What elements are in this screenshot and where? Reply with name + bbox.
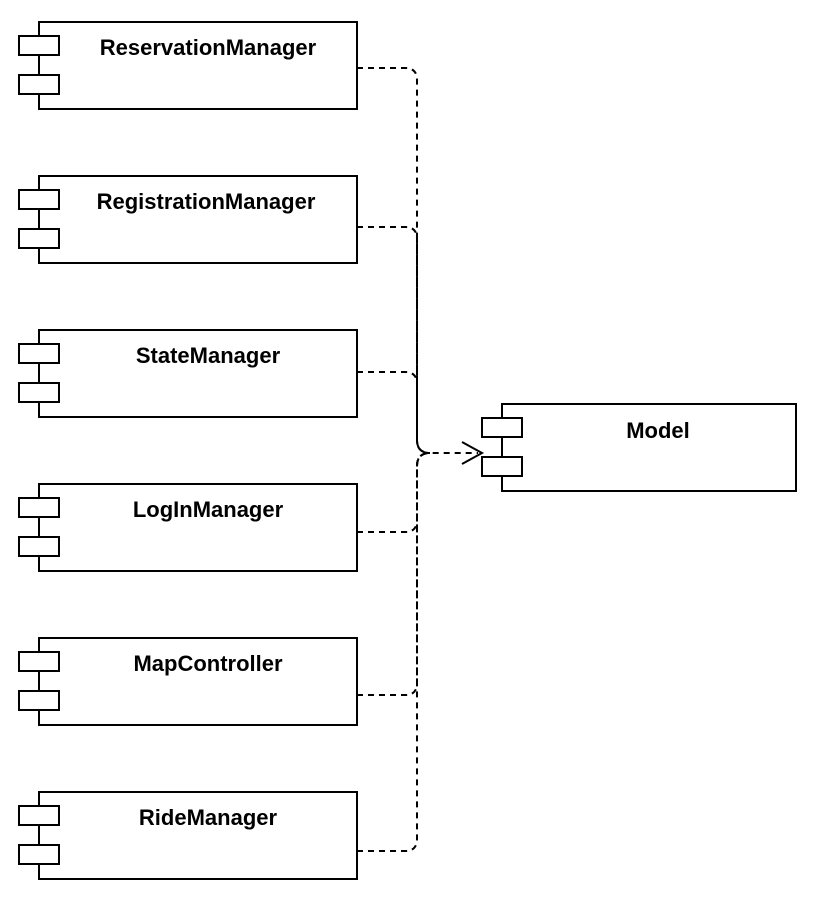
component-body xyxy=(38,329,358,418)
component-port-icon xyxy=(18,189,60,210)
component-body xyxy=(38,637,358,726)
component-ride-manager[interactable]: RideManager xyxy=(18,791,358,880)
component-model[interactable]: Model xyxy=(481,403,797,492)
component-reservation-manager[interactable]: ReservationManager xyxy=(18,21,358,110)
component-port-icon xyxy=(18,35,60,56)
component-label-reservation-manager: ReservationManager xyxy=(100,35,317,60)
component-port-icon xyxy=(18,536,60,557)
component-port-icon xyxy=(481,417,523,438)
component-port-icon xyxy=(18,690,60,711)
component-body xyxy=(38,175,358,264)
component-map-controller[interactable]: MapController xyxy=(18,637,358,726)
dependency-registration-manager xyxy=(357,226,431,454)
component-port-icon xyxy=(18,343,60,364)
component-body xyxy=(38,791,358,880)
component-registration-manager[interactable]: RegistrationManager xyxy=(18,175,358,264)
component-port-icon xyxy=(18,74,60,95)
component-port-icon xyxy=(18,651,60,672)
component-port-icon xyxy=(18,497,60,518)
component-label-login-manager: LogInManager xyxy=(133,497,284,522)
component-port-icon xyxy=(18,228,60,249)
component-login-manager[interactable]: LogInManager xyxy=(18,483,358,572)
component-body xyxy=(501,403,797,492)
component-port-icon xyxy=(481,456,523,477)
dependency-arrowhead xyxy=(461,441,485,465)
component-label-registration-manager: RegistrationManager xyxy=(97,189,316,214)
component-label-ride-manager: RideManager xyxy=(139,805,278,830)
component-body xyxy=(38,21,358,110)
component-port-icon xyxy=(18,844,60,865)
dependency-state-manager xyxy=(357,371,431,454)
component-state-manager[interactable]: StateManager xyxy=(18,329,358,418)
component-body xyxy=(38,483,358,572)
component-label-state-manager: StateManager xyxy=(136,343,281,368)
dependency-lines xyxy=(357,67,485,852)
dependency-login-manager xyxy=(357,452,431,533)
component-port-icon xyxy=(18,805,60,826)
dependency-map-controller xyxy=(357,452,431,696)
component-port-icon xyxy=(18,382,60,403)
dependency-ride-manager xyxy=(357,452,431,852)
component-label-model: Model xyxy=(626,418,690,443)
component-label-map-controller: MapController xyxy=(133,651,283,676)
